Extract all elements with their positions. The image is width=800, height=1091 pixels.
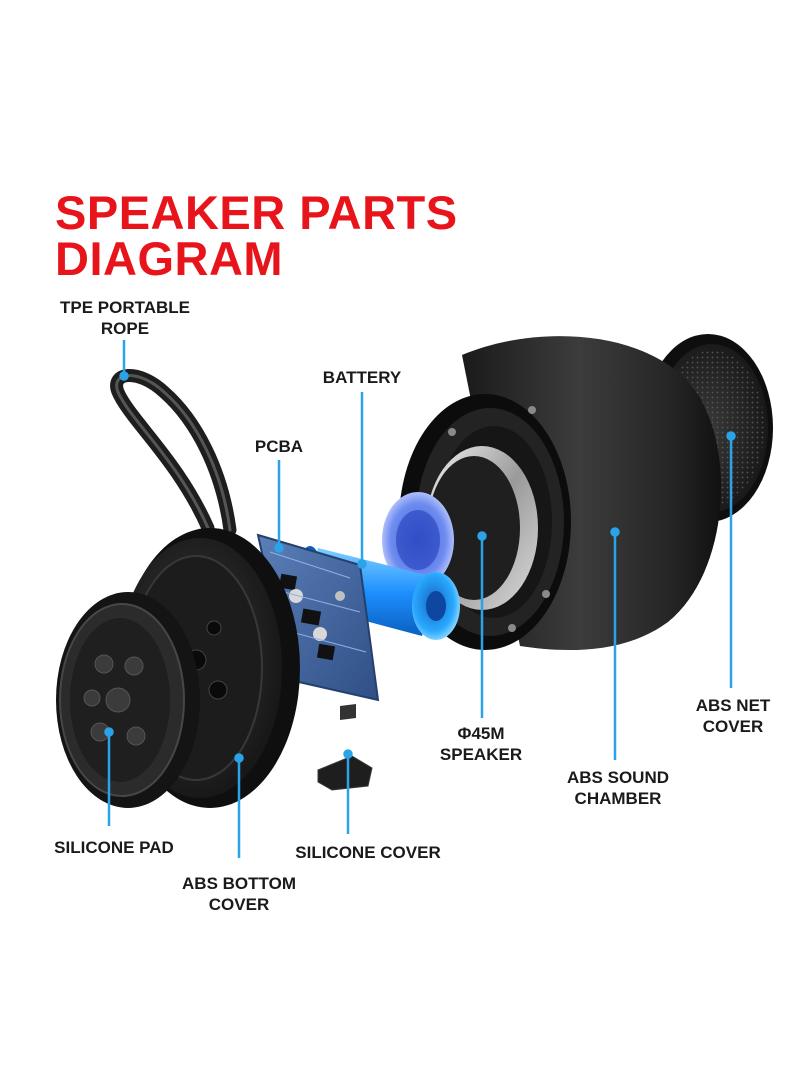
label-battery-line-1: BATTERY — [322, 368, 402, 387]
label-speaker-line-1: Φ45M — [457, 724, 505, 743]
label-net-cover-line-2: COVER — [702, 717, 764, 736]
leader-bottom-cover-dot — [234, 753, 244, 763]
title-line-1: SPEAKER PARTS — [55, 186, 458, 239]
label-speaker-line-2: SPEAKER — [439, 745, 523, 764]
label-sound-chamber-line-1: ABS SOUND — [566, 768, 669, 787]
label-speaker: Φ45M SPEAKER — [418, 723, 544, 765]
label-pcba: PCBA — [238, 436, 320, 457]
label-abs-sound-chamber: ABS SOUND CHAMBER — [548, 767, 688, 809]
silicone-pad-part — [56, 592, 200, 808]
label-net-cover-line-1: ABS NET — [695, 696, 771, 715]
title-line-2: DIAGRAM — [55, 232, 284, 285]
label-rope-line-2: ROPE — [100, 319, 150, 338]
leader-silicone-pad-dot — [104, 727, 114, 737]
leader-silicone-cover-dot — [343, 749, 353, 759]
label-sound-chamber-line-2: CHAMBER — [574, 789, 662, 808]
label-rope-line-1: TPE PORTABLE — [59, 298, 191, 317]
label-abs-bottom-cover: ABS BOTTOM COVER — [164, 873, 314, 915]
label-silicone-cover-line-1: SILICONE COVER — [295, 843, 441, 862]
leader-battery-dot — [357, 559, 367, 569]
label-silicone-pad: SILICONE PAD — [36, 837, 192, 858]
label-abs-net-cover: ABS NET COVER — [676, 695, 790, 737]
leader-rope-dot — [119, 371, 129, 381]
label-silicone-pad-line-1: SILICONE PAD — [54, 838, 174, 857]
label-tpe-portable-rope: TPE PORTABLE ROPE — [50, 297, 200, 339]
leader-sound-chamber-dot — [610, 527, 620, 537]
label-silicone-cover: SILICONE COVER — [280, 842, 456, 863]
label-battery: BATTERY — [300, 367, 424, 388]
rope-part — [110, 369, 237, 537]
silicone-cover-part — [317, 704, 373, 791]
leader-net-cover-dot — [726, 431, 736, 441]
speaker-driver-part — [382, 446, 538, 610]
label-bottom-cover-line-1: ABS BOTTOM — [182, 874, 296, 893]
diagram-title: SPEAKER PARTS DIAGRAM — [55, 186, 458, 285]
leader-pcba-dot — [274, 543, 284, 553]
leader-speaker-dot — [477, 531, 487, 541]
label-pcba-line-1: PCBA — [254, 437, 304, 456]
label-bottom-cover-line-2: COVER — [208, 895, 270, 914]
leader-lines — [104, 340, 736, 858]
